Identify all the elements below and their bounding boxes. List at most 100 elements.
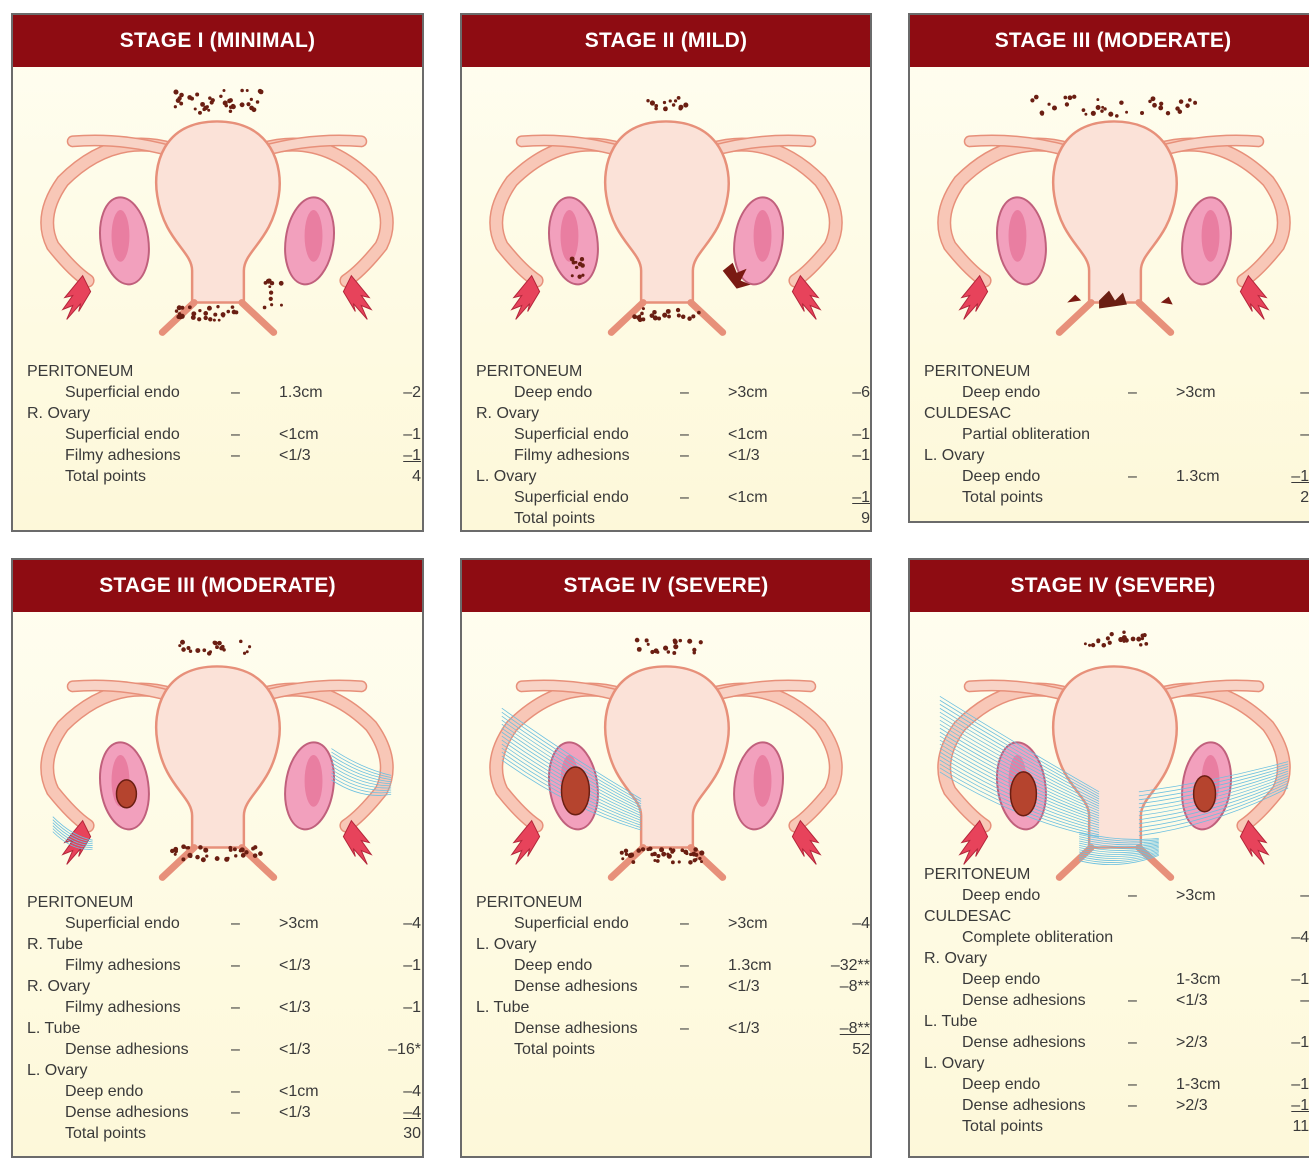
stage-title: STAGE III (MODERATE)	[13, 560, 422, 612]
item-size: <1cm	[279, 424, 319, 445]
item-label: Filmy adhesions	[514, 445, 630, 466]
right-ovary	[280, 739, 339, 832]
lesion-dot	[203, 311, 208, 316]
lesion-dot	[676, 308, 680, 312]
lesion-dot	[698, 857, 701, 860]
stage-card-2: STAGE II (MILD)PERITONEUMDeep endo–>3cm–…	[460, 13, 872, 532]
lesion-dot	[1096, 640, 1100, 644]
lesion-dot	[228, 98, 232, 102]
lesion-dot	[693, 858, 697, 862]
item-dash: –	[1128, 382, 1137, 403]
right-fimbria	[792, 276, 820, 320]
stage-card-3: STAGE III (MODERATE)PERITONEUMDeep endo–…	[908, 13, 1309, 523]
lesion-dot	[208, 317, 212, 321]
lesion-dot	[1131, 637, 1136, 642]
lesion-dot	[200, 102, 205, 107]
lesion-dot	[674, 99, 677, 102]
item-dash: –	[680, 424, 689, 445]
lesion-dot	[694, 853, 698, 857]
total-points: 114	[1248, 1116, 1309, 1137]
score-section: R. Ovary	[924, 948, 1030, 969]
total-points: 30	[351, 1123, 421, 1144]
total-points: 9	[800, 508, 870, 529]
item-points: –4	[1248, 990, 1309, 1011]
total-row: Total points30	[27, 1123, 133, 1144]
lesion-dot	[205, 854, 208, 857]
item-label: Superficial endo	[65, 382, 180, 403]
lesion-dot	[667, 650, 670, 653]
lesion-dot	[654, 107, 657, 110]
lesion-dot	[1100, 109, 1103, 112]
score-item: Dense adhesions–<1/3–4	[27, 1102, 133, 1123]
lesion-dot	[258, 851, 263, 856]
lesion-dot	[699, 850, 704, 855]
item-dash: –	[1128, 885, 1137, 906]
total-points: 4	[351, 466, 421, 487]
lesion-dot	[669, 99, 672, 102]
item-dash: –	[231, 1081, 240, 1102]
lesion-dot	[683, 850, 688, 855]
lesion-dot	[677, 96, 681, 100]
item-dash: –	[231, 1039, 240, 1060]
lesion-dot	[217, 641, 222, 646]
section-label: R. Ovary	[27, 978, 90, 995]
lesion-dot	[687, 316, 691, 320]
section-label: L. Ovary	[27, 1062, 87, 1079]
lesion-dot	[194, 107, 197, 110]
lesion-dot	[239, 640, 243, 644]
lesion-dot	[629, 853, 634, 858]
score-section: CULDESAC	[924, 403, 1030, 424]
score-item: Partial obliteration–4	[924, 424, 1030, 445]
stage-title: STAGE I (MINIMAL)	[13, 15, 422, 67]
lesion-dot	[248, 645, 251, 648]
item-size: <1/3	[1176, 990, 1208, 1011]
score-section: R. Ovary	[27, 976, 133, 997]
lesion-dot	[656, 854, 660, 858]
lesion-dot	[1091, 111, 1096, 116]
item-points: –16	[1248, 1074, 1309, 1095]
item-label: Complete obliteration	[962, 927, 1113, 948]
section-label: CULDESAC	[924, 405, 1011, 422]
item-dash: –	[231, 997, 240, 1018]
lesion-dot	[1068, 95, 1073, 100]
item-size: <1/3	[728, 1018, 760, 1039]
lesion-dot	[258, 89, 263, 94]
item-size: 1-3cm	[1176, 1074, 1220, 1095]
stage-card-5: STAGE IV (SEVERE)PERITONEUMSuperficial e…	[460, 558, 872, 1158]
lesion-dot	[174, 853, 177, 856]
lesion-dot	[580, 263, 584, 267]
item-points: –1	[351, 997, 421, 1018]
lesion-dot	[218, 319, 221, 322]
total-points: 26	[1248, 487, 1309, 508]
item-points: –4	[800, 913, 870, 934]
uterus-diagram	[47, 640, 391, 878]
score-item: Dense adhesions–<1/3–8**	[476, 1018, 582, 1039]
lesion-dot	[636, 848, 641, 853]
uterus-body	[156, 666, 280, 847]
lesion-dot	[660, 849, 663, 852]
score-section: PERITONEUM	[924, 864, 1030, 885]
lesion-dot	[180, 640, 185, 645]
item-size: <1/3	[279, 955, 311, 976]
item-label: Partial obliteration	[962, 424, 1090, 445]
lesion-dot	[669, 848, 672, 851]
lesion-dot	[195, 92, 199, 96]
lesion-dot	[174, 105, 177, 108]
item-points: –6	[1248, 382, 1309, 403]
item-dash: –	[231, 1102, 240, 1123]
score-section: L. Tube	[924, 1011, 1030, 1032]
item-label: Deep endo	[962, 969, 1040, 990]
score-item: Superficial endo–1.3cm–2	[27, 382, 133, 403]
lesion-dot	[677, 313, 681, 317]
lesion-dot	[181, 844, 186, 849]
lesion-dot	[571, 274, 574, 277]
item-dash: –	[231, 424, 240, 445]
item-dash: –	[680, 1018, 689, 1039]
lesion-dot	[206, 105, 209, 108]
lesion-dot	[240, 89, 244, 93]
total-label: Total points	[514, 508, 595, 529]
stage-title: STAGE III (MODERATE)	[910, 15, 1309, 67]
item-points: –6	[800, 382, 870, 403]
item-label: Deep endo	[514, 382, 592, 403]
item-label: Deep endo	[514, 955, 592, 976]
